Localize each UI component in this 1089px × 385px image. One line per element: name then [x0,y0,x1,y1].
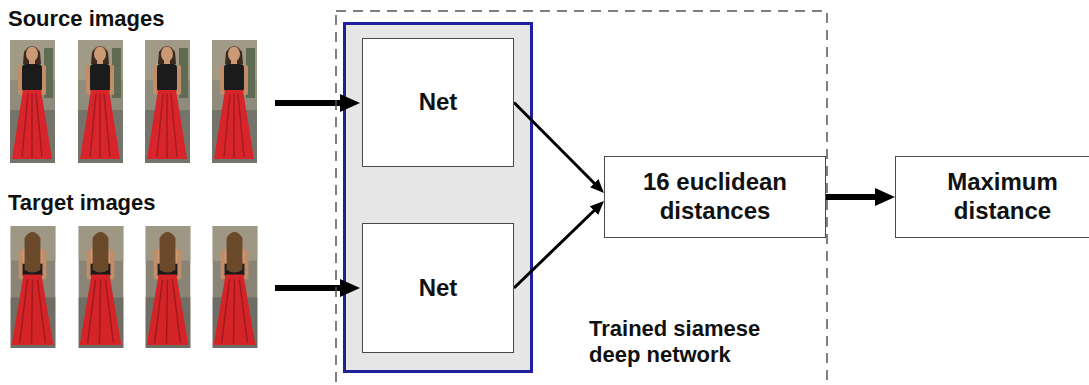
output-box: Maximum distance [895,156,1089,238]
box-label: Maximum distance [896,168,1089,226]
source-photo [212,40,257,163]
box-label: Net [419,274,458,303]
box-label: Net [419,88,458,117]
input-arrowhead [340,94,360,112]
connector-arrow [514,204,600,288]
input-arrow [275,100,342,106]
connector-arrow [826,194,887,200]
section-label: Source images [8,6,165,32]
process-box: 16 euclidean distances [604,156,826,238]
net-box: Net [362,38,514,167]
source-photo [78,40,123,163]
input-arrowhead [340,279,360,297]
net-box: Net [362,223,514,353]
shared-weights-panel [345,24,532,372]
connector-arrow [514,103,600,190]
box-label: 16 euclidean distances [605,168,825,226]
source-photo [145,40,190,163]
target-photo [11,226,56,348]
target-photo [213,226,258,348]
source-photo [10,40,55,163]
dashed-outline [336,11,827,385]
section-label: Target images [8,190,156,216]
target-photo [79,226,124,348]
region-label: Trained siamese deep network [589,316,804,369]
input-arrow [275,285,342,291]
target-photo [146,226,191,348]
